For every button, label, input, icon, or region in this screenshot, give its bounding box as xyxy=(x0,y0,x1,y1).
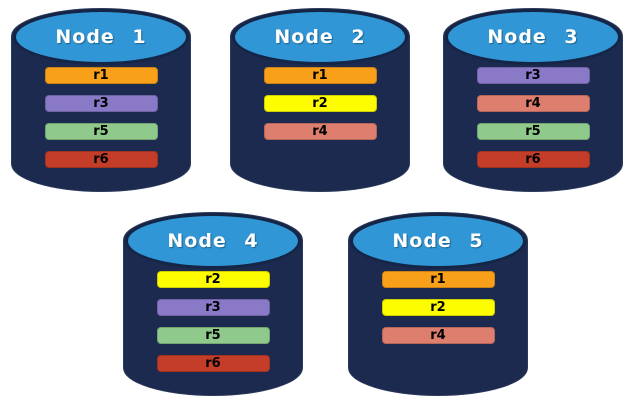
node-1-replica-list: r1 r3 r5 r6 xyxy=(11,67,191,168)
node-5-replica-list: r1 r2 r4 xyxy=(348,271,528,344)
node-1-replica-r6: r6 xyxy=(44,151,158,168)
node-3-cylinder-top: Node 3 xyxy=(445,9,621,65)
node-2-replica-r2: r2 xyxy=(263,95,377,112)
node-3-replica-r3: r3 xyxy=(476,67,590,84)
node-4-replica-r3: r3 xyxy=(156,299,270,316)
node-2-replica-list: r1 r2 r4 xyxy=(230,67,410,140)
node-4-title: Node 4 xyxy=(167,230,259,252)
node-4-replica-list: r2 r3 r5 r6 xyxy=(123,271,303,372)
node-3-replica-r4: r4 xyxy=(476,95,590,112)
node-5-replica-r4: r4 xyxy=(381,327,495,344)
node-3-replica-r5: r5 xyxy=(476,123,590,140)
node-2-cylinder: Node 2 r1 r2 r4 xyxy=(230,8,410,192)
node-4-replica-r2: r2 xyxy=(156,271,270,288)
node-3-replica-list: r3 r4 r5 r6 xyxy=(443,67,623,168)
node-5-cylinder-top: Node 5 xyxy=(350,213,526,269)
node-2-replica-r1: r1 xyxy=(263,67,377,84)
node-4-replica-r6: r6 xyxy=(156,355,270,372)
node-4-cylinder-top: Node 4 xyxy=(125,213,301,269)
node-3-title: Node 3 xyxy=(487,26,579,48)
node-3-replica-r6: r6 xyxy=(476,151,590,168)
node-3-cylinder: Node 3 r3 r4 r5 r6 xyxy=(443,8,623,192)
node-1-title: Node 1 xyxy=(55,26,147,48)
node-5-cylinder: Node 5 r1 r2 r4 xyxy=(348,212,528,396)
node-2-replica-r4: r4 xyxy=(263,123,377,140)
node-5-replica-r1: r1 xyxy=(381,271,495,288)
node-1-cylinder: Node 1 r1 r3 r5 r6 xyxy=(11,8,191,192)
node-5-replica-r2: r2 xyxy=(381,299,495,316)
node-1-replica-r3: r3 xyxy=(44,95,158,112)
node-1-cylinder-top: Node 1 xyxy=(13,9,189,65)
node-2-cylinder-top: Node 2 xyxy=(232,9,408,65)
node-1-replica-r5: r5 xyxy=(44,123,158,140)
node-5-title: Node 5 xyxy=(392,230,484,252)
node-4-replica-r5: r5 xyxy=(156,327,270,344)
node-1-replica-r1: r1 xyxy=(44,67,158,84)
node-2-title: Node 2 xyxy=(274,26,366,48)
node-4-cylinder: Node 4 r2 r3 r5 r6 xyxy=(123,212,303,396)
